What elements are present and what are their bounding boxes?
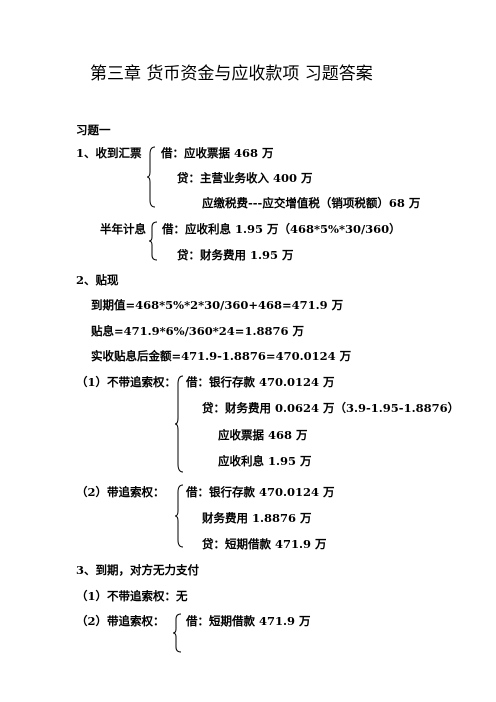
section-3-heading: 3、到期，对方无力支付 — [76, 563, 200, 577]
case-2-debit-bank: 借：银行存款 470.0124 万 — [186, 485, 335, 499]
entry-credit-finance-expense: 贷：财务费用 1.95 万 — [177, 248, 294, 262]
entry-debit-interest-receivable: 借：应收利息 1.95 万（468*5%*30/360） — [162, 222, 401, 236]
brace-icon — [146, 146, 156, 208]
case-1-notes-receivable: 应收票据 468 万 — [218, 428, 308, 442]
discount-interest: 贴息=471.9*6%/360*24=1.8876 万 — [91, 324, 304, 338]
section-2-heading: 2、贴现 — [76, 273, 119, 287]
case-1-credit-finance: 贷：财务费用 0.0624 万（3.9-1.95-1.8876） — [202, 401, 460, 415]
case-2-credit-short-loan: 贷：短期借款 471.9 万 — [202, 537, 327, 551]
entry-credit-main-revenue: 贷：主营业务收入 400 万 — [177, 171, 313, 185]
brace-icon — [174, 484, 184, 548]
maturity-value: 到期值=468*5%*2*30/360+468=471.9 万 — [91, 298, 344, 312]
case-1-debit-bank: 借：银行存款 470.0124 万 — [186, 375, 335, 389]
net-proceeds: 实收贴息后金额=471.9-1.8876=470.0124 万 — [91, 349, 352, 363]
page-title: 第三章 货币资金与应收款项 习题答案 — [90, 64, 373, 84]
entry-credit-vat: 应缴税费---应交增值税（销项税额）68 万 — [202, 196, 421, 210]
brace-icon — [174, 375, 184, 473]
case-2-finance-expense: 财务费用 1.8876 万 — [202, 511, 312, 525]
case-2-debit-short-loan: 借：短期借款 471.9 万 — [186, 614, 311, 628]
brace-icon — [148, 221, 158, 261]
case-1-label: （1）不带追索权： — [76, 375, 177, 389]
section-1-heading: 1、收到汇票 — [76, 146, 142, 160]
case-2-label: （2）带追索权： — [76, 485, 165, 499]
brace-icon — [172, 613, 182, 653]
case-1-none: （1）不带追索权：无 — [76, 589, 188, 603]
half-year-interest-label: 半年计息 — [100, 222, 146, 236]
exercise-heading: 习题一 — [76, 123, 111, 137]
case-2-label-s3: （2）带追索权： — [76, 614, 165, 628]
case-1-interest-receivable: 应收利息 1.95 万 — [218, 454, 312, 468]
entry-debit-notes-receivable: 借：应收票据 468 万 — [161, 146, 274, 160]
